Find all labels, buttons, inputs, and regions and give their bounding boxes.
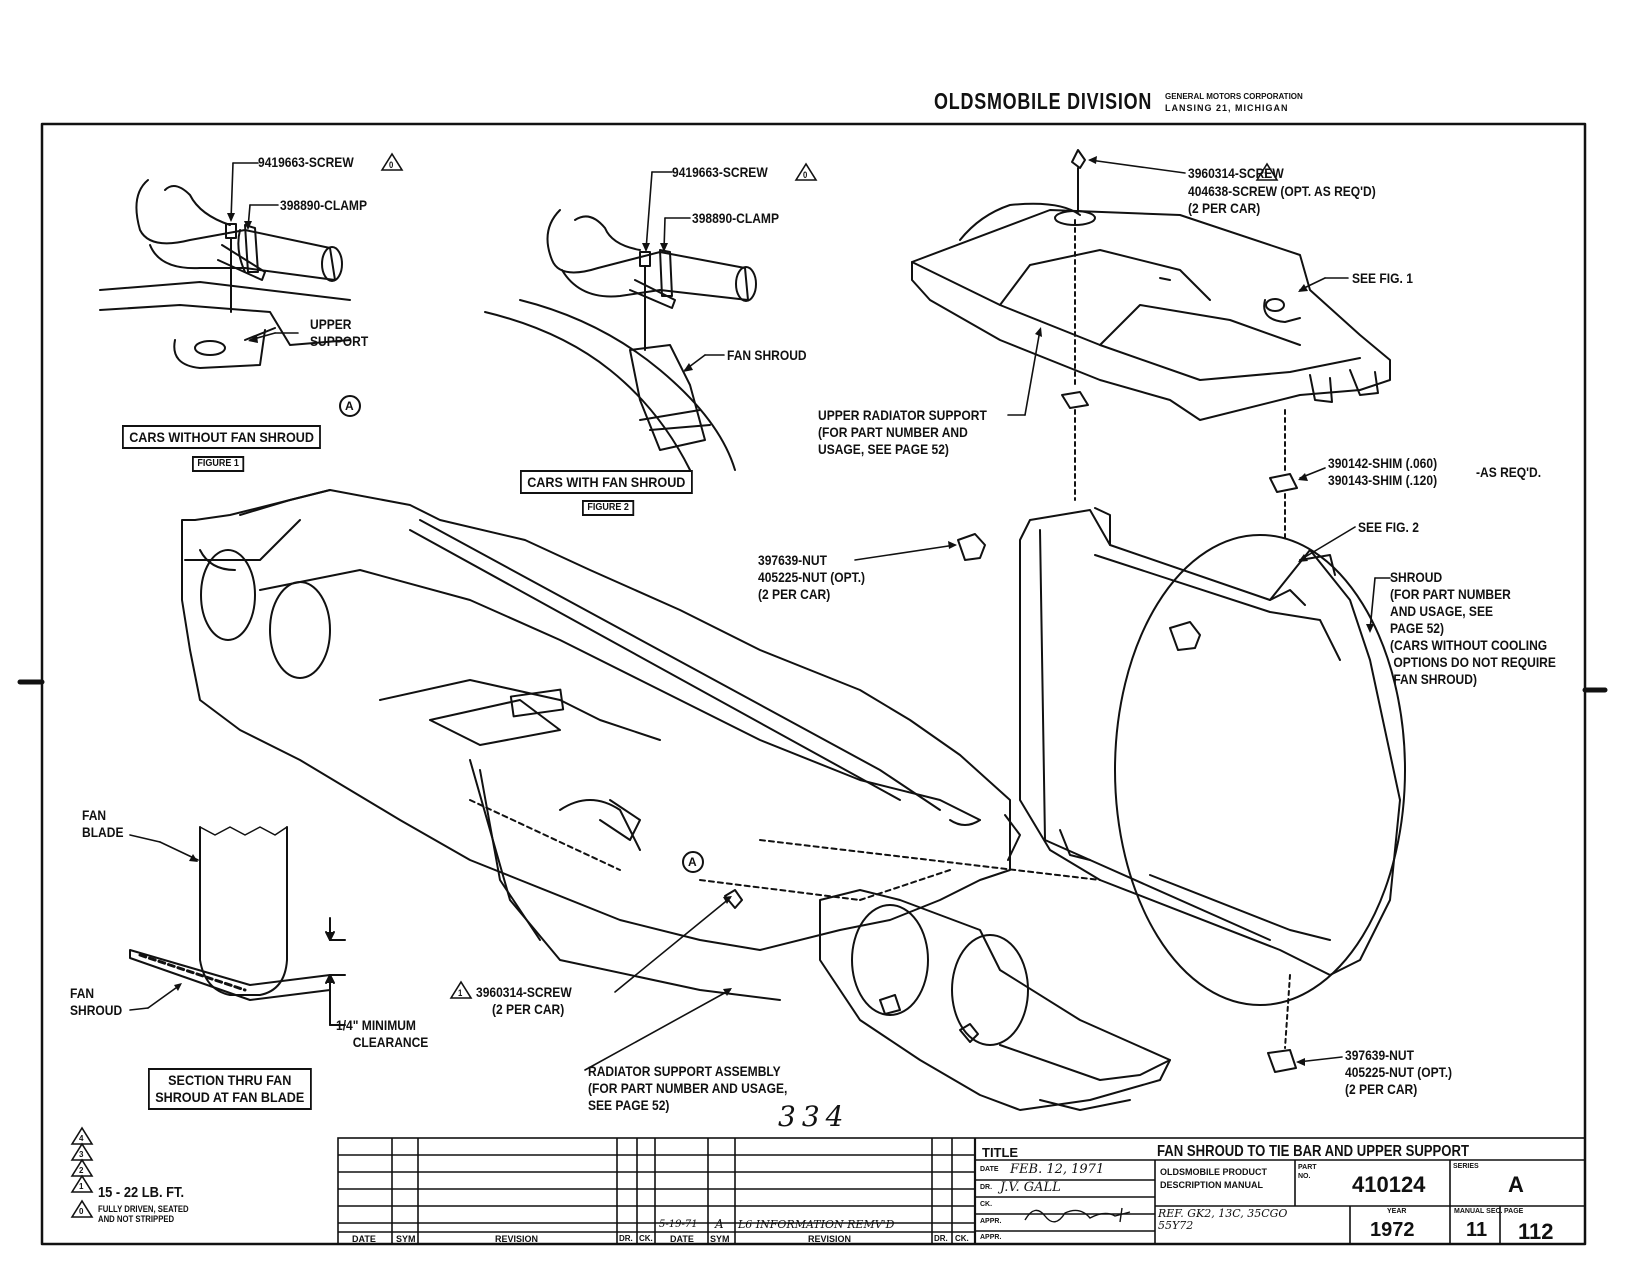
appr2-label: APPR. bbox=[980, 1234, 1002, 1241]
fig2-figure-tag: FIGURE 2 bbox=[582, 500, 635, 516]
legend-triangles bbox=[70, 1126, 94, 1218]
fig2-fan-shroud-label: FAN SHROUD bbox=[727, 347, 807, 363]
rev2-header-sym: SYM bbox=[710, 1234, 730, 1244]
year-label: YEAR bbox=[1387, 1208, 1407, 1215]
rev-header-date: DATE bbox=[352, 1234, 376, 1244]
series-label: SERIES bbox=[1453, 1163, 1479, 1170]
rev-header-ck: CK. bbox=[639, 1234, 653, 1243]
series-value: A bbox=[1508, 1172, 1524, 1197]
page-label: PAGE bbox=[1504, 1208, 1524, 1215]
nut-left-label: 397639-NUT 405225-NUT (OPT.) (2 PER CAR) bbox=[758, 552, 866, 602]
rev2-header-ck: CK. bbox=[955, 1234, 969, 1243]
shim1-label: 390142-SHIM (.060) bbox=[1328, 455, 1438, 471]
upper-support-drawing bbox=[911, 149, 1391, 421]
legend-sym-0: 0 bbox=[79, 1207, 84, 1216]
legend-fully-driven: FULLY DRIVEN, SEATED AND NOT STRIPPED bbox=[98, 1204, 189, 1224]
ck-label: CK. bbox=[980, 1201, 993, 1208]
rev-header-sym: SYM bbox=[396, 1234, 416, 1244]
legend-sym-3: 3 bbox=[79, 1150, 84, 1159]
fan-shroud-section-label: FAN SHROUD bbox=[70, 985, 123, 1018]
top-screw-opt-label: 404638-SCREW (OPT. AS REQ'D) (2 PER CAR) bbox=[1188, 183, 1376, 216]
corp-line-1: GENERAL MOTORS CORPORATION bbox=[1165, 92, 1303, 101]
date-label: DATE bbox=[980, 1166, 999, 1173]
fig1-upper-support-label: UPPER SUPPORT bbox=[310, 316, 369, 349]
title-label: TITLE bbox=[982, 1145, 1019, 1160]
manual-line-1: OLDSMOBILE PRODUCT bbox=[1160, 1167, 1267, 1177]
rev2-header-dr: DR. bbox=[934, 1234, 948, 1243]
nut-right-label: 397639-NUT 405225-NUT (OPT.) (2 PER CAR) bbox=[1345, 1047, 1453, 1097]
fig2-clamp-label: 398890-CLAMP bbox=[692, 210, 779, 226]
legend-sym-1: 1 bbox=[79, 1182, 84, 1191]
ref-value: REF. GK2, 13C, 35CGO 55Y72 bbox=[1158, 1207, 1288, 1232]
shroud-label: SHROUD (FOR PART NUMBER AND USAGE, SEE P… bbox=[1390, 569, 1556, 687]
legend-sym-4: 4 bbox=[79, 1134, 84, 1143]
fig1-screw-label: 9419663-SCREW bbox=[258, 154, 354, 170]
clearance-label: 1/4" MINIMUM CLEARANCE bbox=[336, 1017, 429, 1050]
manual-sec-label: MANUAL SEC. bbox=[1454, 1208, 1503, 1215]
rev-entry-sym: A bbox=[715, 1217, 724, 1231]
rev-entry-text: L6 INFORMATION REMV'D bbox=[738, 1218, 895, 1231]
fig1-figure-tag: FIGURE 1 bbox=[192, 456, 245, 472]
figure1-drawing bbox=[99, 179, 351, 369]
rev2-header-date: DATE bbox=[670, 1234, 694, 1244]
upper-rad-support-label: UPPER RADIATOR SUPPORT (FOR PART NUMBER … bbox=[818, 407, 987, 457]
callout-a-top: A bbox=[345, 399, 354, 413]
date-value: FEB. 12, 1971 bbox=[1010, 1162, 1105, 1177]
fan-blade-label: FAN BLADE bbox=[82, 807, 124, 840]
rad-support-label: RADIATOR SUPPORT ASSEMBLY (FOR PART NUMB… bbox=[588, 1063, 788, 1113]
radiator-support-drawing bbox=[181, 489, 1171, 1111]
shim-req-label: -AS REQ'D. bbox=[1476, 464, 1542, 480]
fig2-caption: CARS WITH FAN SHROUD bbox=[520, 470, 693, 494]
fig2-screw-sym: 0 bbox=[803, 170, 808, 180]
dr-label: DR. bbox=[980, 1184, 993, 1191]
title-block-lines bbox=[337, 1137, 1586, 1245]
top-screw-label: 3960314-SCREW bbox=[1188, 165, 1284, 181]
appr-label: APPR. bbox=[980, 1218, 1002, 1225]
part-label: PART NO. bbox=[1298, 1164, 1317, 1180]
rev-header-revision: REVISION bbox=[495, 1234, 539, 1244]
manual-line-2: DESCRIPTION MANUAL bbox=[1160, 1180, 1263, 1190]
section-caption: SECTION THRU FAN SHROUD AT FAN BLADE bbox=[148, 1068, 312, 1110]
year-value: 1972 bbox=[1370, 1219, 1415, 1241]
see-fig1-label: SEE FIG. 1 bbox=[1352, 270, 1413, 286]
legend-sym-2: 2 bbox=[79, 1166, 84, 1175]
fig1-caption: CARS WITHOUT FAN SHROUD bbox=[122, 425, 322, 449]
rev-header-dr: DR. bbox=[619, 1234, 633, 1243]
top-screw-sym: 1 bbox=[1264, 170, 1269, 180]
fig1-screw-sym: 0 bbox=[389, 160, 394, 170]
bottom-screw-qty-label: (2 PER CAR) bbox=[492, 1001, 565, 1017]
fig2-screw-label: 9419663-SCREW bbox=[672, 164, 768, 180]
shims-drawing bbox=[1061, 219, 1298, 541]
drawing-title: FAN SHROUD TO TIE BAR AND UPPER SUPPORT bbox=[1157, 1143, 1469, 1160]
fan-shroud-drawing bbox=[957, 507, 1406, 1073]
section-view-drawing bbox=[129, 826, 346, 1026]
manual-sec-value: 11 bbox=[1466, 1219, 1488, 1241]
callout-a-bottom: A bbox=[688, 855, 697, 869]
fig1-clamp-label: 398890-CLAMP bbox=[280, 197, 367, 213]
dr-value: J.V. GALL bbox=[1000, 1180, 1061, 1195]
shim2-label: 390143-SHIM (.120) bbox=[1328, 472, 1438, 488]
legend-torque: 15 - 22 LB. FT. bbox=[98, 1184, 185, 1201]
approval-signature bbox=[1020, 1198, 1150, 1228]
bottom-screw-sym: 1 bbox=[458, 988, 463, 998]
figure2-drawing bbox=[484, 209, 757, 471]
handwritten-number: 334 bbox=[778, 1100, 850, 1133]
rev2-header-revision: REVISION bbox=[808, 1234, 852, 1244]
bottom-screw-label: 3960314-SCREW bbox=[476, 984, 572, 1000]
part-number: 410124 bbox=[1352, 1172, 1426, 1197]
see-fig2-label: SEE FIG. 2 bbox=[1358, 519, 1419, 535]
page-value: 112 bbox=[1518, 1219, 1554, 1244]
division-title: OLDSMOBILE DIVISION bbox=[934, 88, 1153, 114]
corp-line-2: LANSING 21, MICHIGAN bbox=[1165, 103, 1289, 113]
rev-entry-date: 5-19-71 bbox=[659, 1219, 698, 1230]
